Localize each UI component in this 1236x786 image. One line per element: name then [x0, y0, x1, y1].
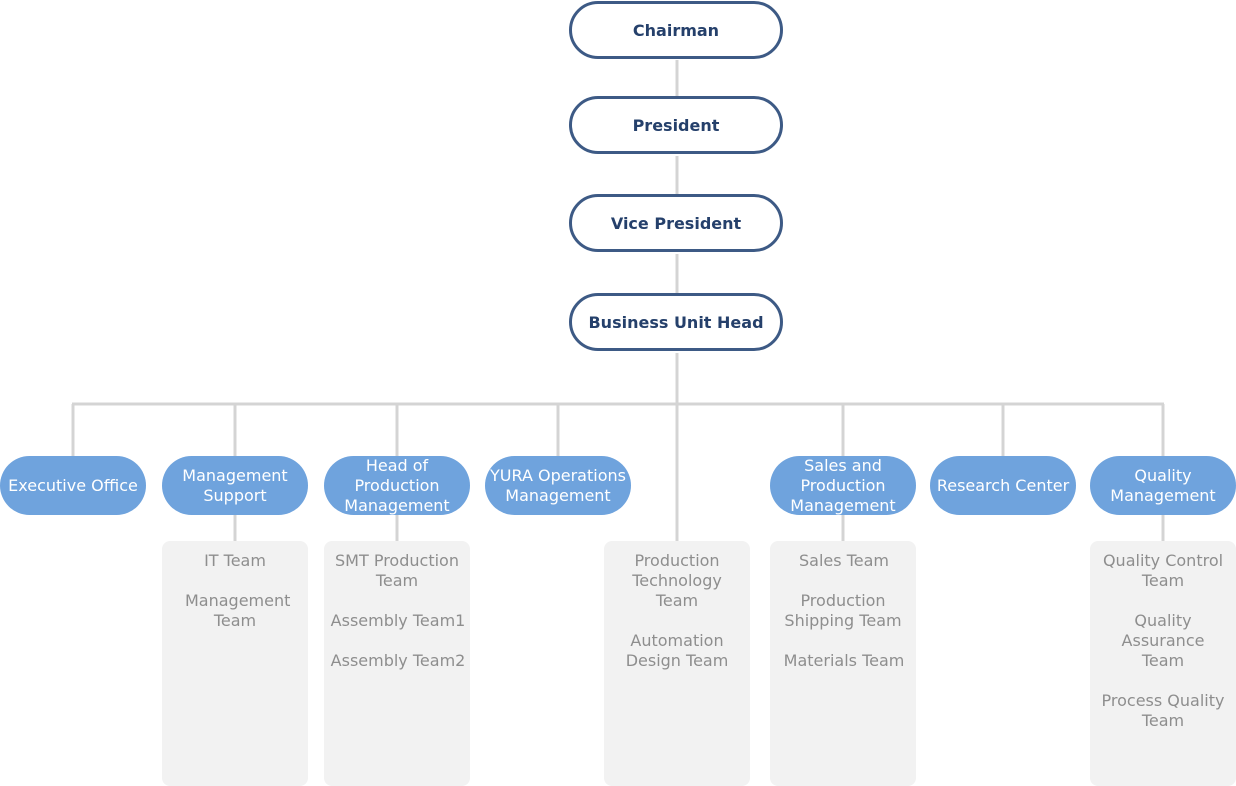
chairman-node: Chairman — [569, 1, 783, 59]
quality-management-node: Quality Management — [1090, 456, 1236, 515]
team-item-it-team: IT Team — [204, 551, 266, 570]
team-item-sales-team: Sales Team — [799, 551, 889, 570]
team-item-production-technology-team: Production Technology Team — [632, 551, 722, 610]
team-item-automation-design-team: Automation Design Team — [625, 631, 729, 670]
management-support-teams-panel: IT Team Management Team — [162, 541, 308, 786]
executive-office-label: Executive Office — [8, 475, 138, 495]
sales-and-production-management-node: Sales and Production Management — [770, 456, 916, 515]
team-item-smt-production-team: SMT Production Team — [335, 551, 459, 590]
team-item-production-shipping-team: Production Shipping Team — [784, 591, 902, 630]
team-item-assembly-team1: Assembly Team1 — [330, 611, 466, 630]
management-support-label: Management Support — [182, 465, 288, 505]
sales-and-production-management-label: Sales and Production Management — [790, 456, 896, 515]
sales-teams-panel: Sales Team Production Shipping Team Mate… — [770, 541, 916, 786]
research-center-node: Research Center — [930, 456, 1076, 515]
team-item-assembly-team2: Assembly Team2 — [330, 651, 466, 670]
vice-president-node: Vice President — [569, 194, 783, 252]
direct-teams-panel: Production Technology Team Automation De… — [604, 541, 750, 786]
team-item-materials-team: Materials Team — [783, 651, 905, 670]
business-unit-head-node: Business Unit Head — [569, 293, 783, 351]
business-unit-head-label: Business Unit Head — [588, 312, 764, 332]
yura-operations-management-label: YURA Operations Management — [490, 465, 626, 505]
team-item-management-team: Management Team — [185, 591, 291, 630]
production-teams-panel: SMT Production Team Assembly Team1 Assem… — [324, 541, 470, 786]
head-of-production-management-label: Head of Production Management — [344, 456, 450, 515]
president-label: President — [632, 115, 720, 135]
research-center-label: Research Center — [936, 475, 1070, 495]
management-support-node: Management Support — [162, 456, 308, 515]
quality-management-label: Quality Management — [1110, 465, 1216, 505]
chairman-label: Chairman — [632, 20, 720, 40]
yura-operations-management-node: YURA Operations Management — [485, 456, 631, 515]
team-item-process-quality-team: Process Quality Team — [1101, 691, 1225, 730]
team-item-quality-control-team: Quality Control Team — [1102, 551, 1224, 590]
quality-teams-panel: Quality Control Team Quality Assurance T… — [1090, 541, 1236, 786]
head-of-production-management-node: Head of Production Management — [324, 456, 470, 515]
team-item-quality-assurance-team: Quality Assurance Team — [1121, 611, 1205, 670]
vice-president-label: Vice President — [610, 213, 742, 233]
executive-office-node: Executive Office — [0, 456, 146, 515]
president-node: President — [569, 96, 783, 154]
